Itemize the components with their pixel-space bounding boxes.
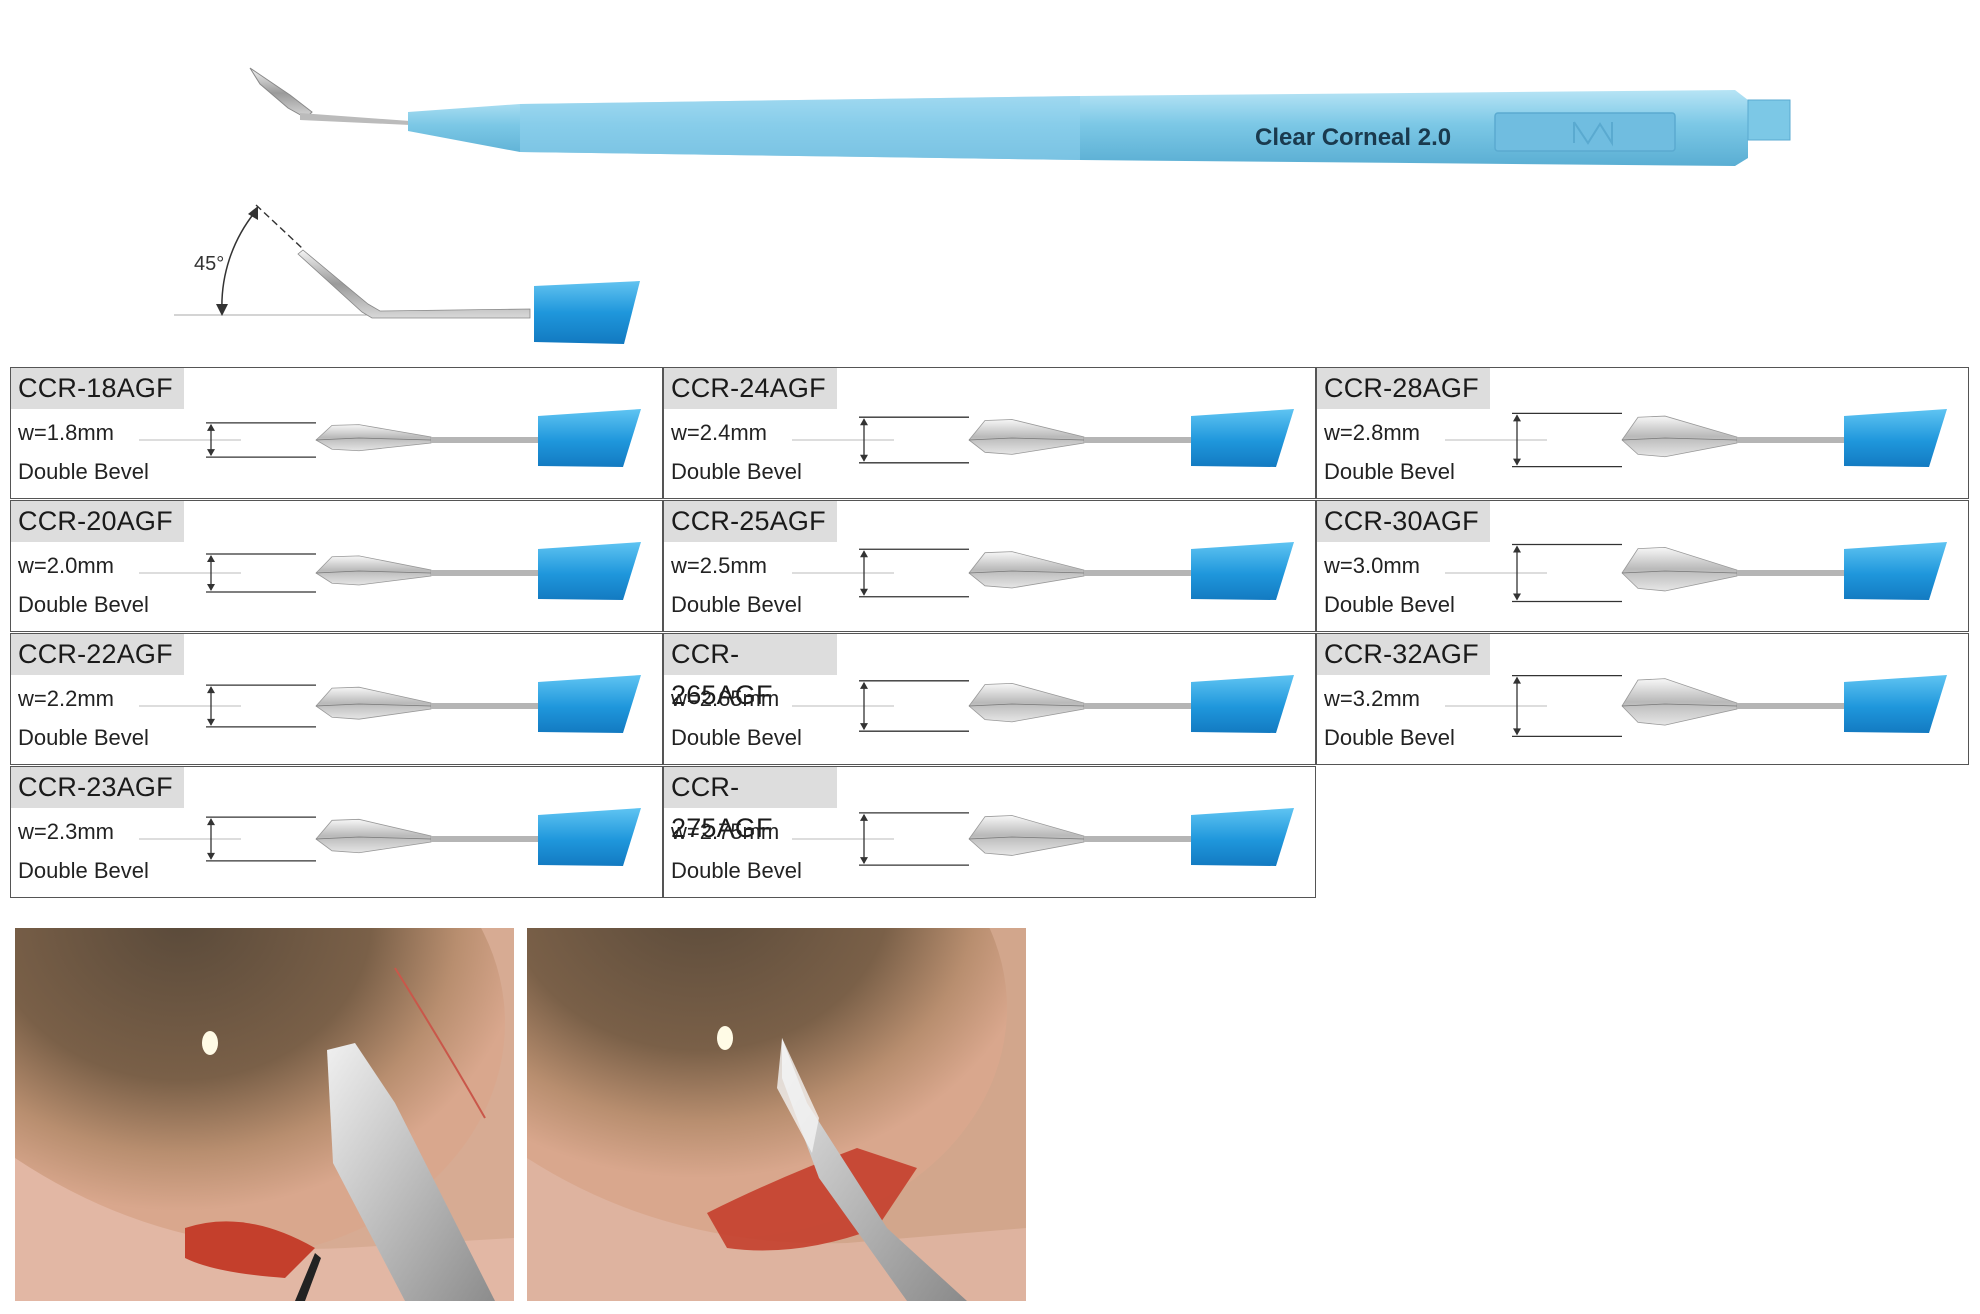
model-cell-ccr-32agf: CCR-32AGF w=3.2mm Double Bevel (1316, 633, 1969, 765)
blade-width: w=3.2mm (1324, 686, 1420, 711)
model-grid: CCR-18AGF w=1.8mm Double Bevel CCR-24AGF… (10, 367, 1971, 900)
model-code: CCR-22AGF (11, 634, 184, 675)
blade-width: w=1.8mm (18, 420, 114, 445)
blade-icon (1445, 542, 1947, 603)
bevel-type: Double Bevel (18, 725, 149, 750)
blade-icon (139, 808, 641, 866)
knife-handle-icon: Clear Corneal 2.0 (249, 67, 1791, 166)
bevel-type: Double Bevel (18, 858, 149, 883)
model-code: CCR-265AGF (664, 634, 837, 710)
model-cell-ccr-25agf: CCR-25AGF w=2.5mm Double Bevel (663, 500, 1316, 632)
blade-icon (792, 542, 1294, 600)
blade-width: w=2.8mm (1324, 420, 1420, 445)
model-cell-ccr-22agf: CCR-22AGF w=2.2mm Double Bevel (10, 633, 663, 765)
bevel-type: Double Bevel (671, 858, 802, 883)
bevel-type: Double Bevel (671, 592, 802, 617)
model-cell-ccr-20agf: CCR-20AGF w=2.0mm Double Bevel (10, 500, 663, 632)
angle-label: 45° (194, 253, 224, 275)
model-cell-ccr-24agf: CCR-24AGF w=2.4mm Double Bevel (663, 367, 1316, 499)
model-code: CCR-28AGF (1317, 368, 1490, 409)
handle-label: Clear Corneal 2.0 (1255, 124, 1451, 151)
surgical-photo-icon (15, 928, 514, 1301)
blade-width: w=2.75mm (671, 819, 780, 844)
blade-icon (792, 675, 1294, 733)
blade-width: w=2.2mm (18, 686, 114, 711)
blade-icon (792, 409, 1294, 467)
model-cell-ccr-265agf: CCR-265AGF w=2.65mm Double Bevel (663, 633, 1316, 765)
bevel-type: Double Bevel (671, 725, 802, 750)
blade-width: w=2.0mm (18, 553, 114, 578)
hero-illustration: Clear Corneal 2.0 45° (174, 67, 1791, 344)
blade-icon (139, 409, 641, 467)
model-code: CCR-24AGF (664, 368, 837, 409)
blade-icon (1445, 409, 1947, 468)
model-cell-ccr-18agf: CCR-18AGF w=1.8mm Double Bevel (10, 367, 663, 499)
blade-icon (139, 675, 641, 733)
surgical-photo (15, 928, 514, 1301)
bevel-type: Double Bevel (18, 592, 149, 617)
angle-diagram: 45° (174, 204, 640, 344)
model-cell-ccr-275agf: CCR-275AGF w=2.75mm Double Bevel (663, 766, 1316, 898)
model-code: CCR-18AGF (11, 368, 184, 409)
blade-width: w=2.65mm (671, 686, 780, 711)
model-cell-ccr-23agf: CCR-23AGF w=2.3mm Double Bevel (10, 766, 663, 898)
blade-width: w=2.4mm (671, 420, 767, 445)
model-code: CCR-20AGF (11, 501, 184, 542)
bevel-type: Double Bevel (1324, 459, 1455, 484)
model-code: CCR-23AGF (11, 767, 184, 808)
model-code: CCR-25AGF (664, 501, 837, 542)
model-code: CCR-275AGF (664, 767, 837, 843)
model-cell-ccr-30agf: CCR-30AGF w=3.0mm Double Bevel (1316, 500, 1969, 632)
model-cell-ccr-28agf: CCR-28AGF w=2.8mm Double Bevel (1316, 367, 1969, 499)
blade-icon (1445, 674, 1947, 738)
surgical-photo-icon (527, 928, 1026, 1301)
blade-icon (139, 542, 641, 600)
blade-icon (792, 808, 1294, 866)
bevel-type: Double Bevel (671, 459, 802, 484)
model-code: CCR-30AGF (1317, 501, 1490, 542)
surgical-photo (527, 928, 1026, 1301)
blade-width: w=2.3mm (18, 819, 114, 844)
blade-width: w=2.5mm (671, 553, 767, 578)
bevel-type: Double Bevel (18, 459, 149, 484)
blade-width: w=3.0mm (1324, 553, 1420, 578)
bevel-type: Double Bevel (1324, 725, 1455, 750)
bevel-type: Double Bevel (1324, 592, 1455, 617)
model-code: CCR-32AGF (1317, 634, 1490, 675)
